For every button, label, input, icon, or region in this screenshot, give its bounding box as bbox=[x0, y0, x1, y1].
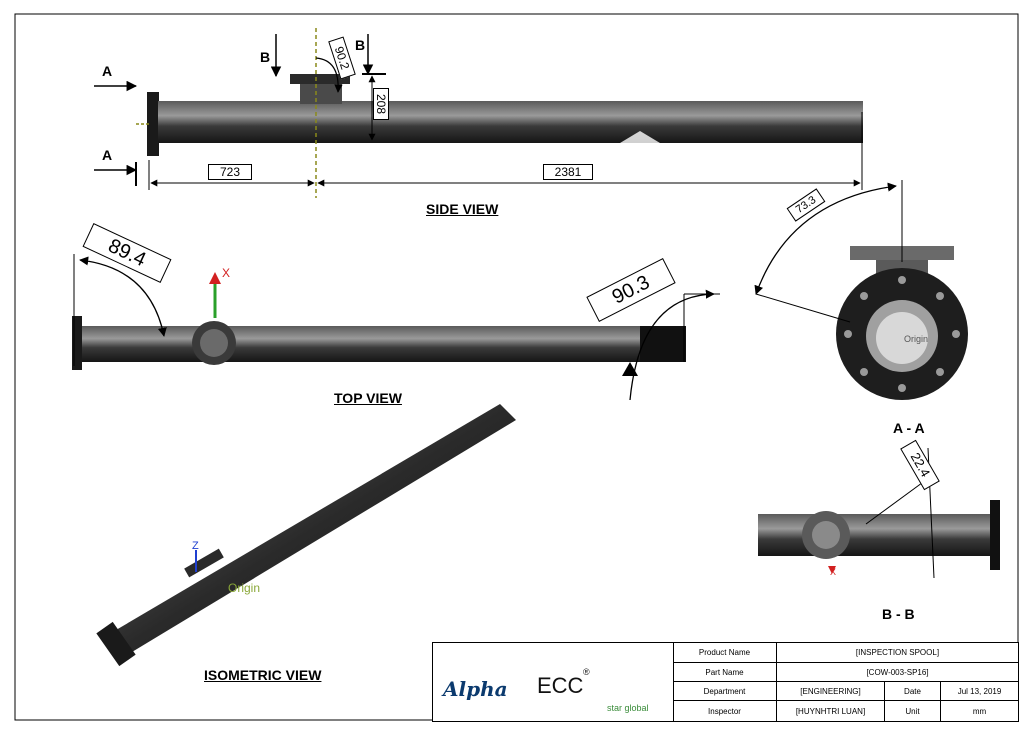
isometric-view-title: ISOMETRIC VIEW bbox=[204, 667, 322, 683]
title-block: Alpha ECC ® star global Product Name [IN… bbox=[432, 642, 1019, 722]
section-arrow-a-bottom: A bbox=[102, 147, 113, 163]
axis-x-label-bb: X bbox=[830, 567, 837, 577]
angle-arc-top-left bbox=[79, 256, 167, 337]
bb-flange bbox=[990, 500, 1000, 570]
tb-part-name-value: [COW-003-SP16] bbox=[777, 663, 1018, 682]
side-flange bbox=[147, 92, 159, 156]
axis-x-label: X bbox=[222, 266, 231, 280]
top-flange bbox=[72, 316, 82, 370]
top-pipe bbox=[82, 326, 686, 362]
section-arrow-a-top: A bbox=[102, 63, 113, 79]
tb-inspector-label: Inspector bbox=[673, 701, 777, 721]
reg-mark: ® bbox=[583, 667, 590, 677]
dim-label-723: 723 bbox=[208, 164, 252, 180]
tb-date-label: Date bbox=[885, 682, 941, 701]
alpha-logo-text: Alpha bbox=[443, 677, 508, 701]
angle-arc-aa bbox=[754, 182, 897, 295]
tb-department-label: Department bbox=[673, 682, 777, 701]
tb-department-value: [ENGINEERING] bbox=[777, 682, 885, 701]
dim-label-2381: 2381 bbox=[543, 164, 593, 180]
angle-arc-top-right bbox=[629, 289, 715, 401]
side-view-title: SIDE VIEW bbox=[426, 201, 499, 217]
section-bb-view bbox=[758, 447, 1000, 579]
tb-inspector-value: [HUYNHTRI LUAN] bbox=[777, 701, 885, 721]
tb-unit-value: mm bbox=[972, 706, 987, 716]
ecc-logo-text: ECC bbox=[537, 673, 584, 698]
origin-label-aa: Origin bbox=[904, 334, 929, 344]
angle-arc-side bbox=[315, 57, 343, 93]
axis-z-label: Z bbox=[192, 540, 199, 552]
star-global-text: star global bbox=[607, 703, 649, 713]
tb-product-name-value: [INSPECTION SPOOL] bbox=[777, 643, 1018, 663]
bb-pipe bbox=[758, 514, 992, 556]
side-branch bbox=[300, 82, 342, 104]
tb-date-value: Jul 13, 2019 bbox=[941, 682, 1018, 701]
tb-part-name-label: Part Name bbox=[673, 663, 777, 682]
origin-label-iso: Origin bbox=[228, 581, 261, 595]
section-arrow-b-right: B bbox=[355, 37, 366, 53]
side-view bbox=[94, 28, 863, 198]
iso-pipe bbox=[116, 404, 516, 652]
logo-cell: Alpha ECC ® star global bbox=[433, 643, 674, 721]
side-pipe bbox=[158, 101, 863, 143]
tb-product-name-label: Product Name bbox=[673, 643, 777, 663]
top-view-title: TOP VIEW bbox=[334, 390, 402, 406]
tb-unit-label: Unit bbox=[885, 701, 941, 721]
dim-label-208: 208 bbox=[373, 88, 389, 120]
section-aa-title: A - A bbox=[893, 420, 925, 436]
section-bb-title: B - B bbox=[882, 606, 915, 622]
isometric-view bbox=[96, 404, 516, 667]
top-view bbox=[72, 254, 720, 401]
section-arrow-b-left: B bbox=[260, 49, 271, 65]
section-aa-view bbox=[754, 180, 968, 400]
